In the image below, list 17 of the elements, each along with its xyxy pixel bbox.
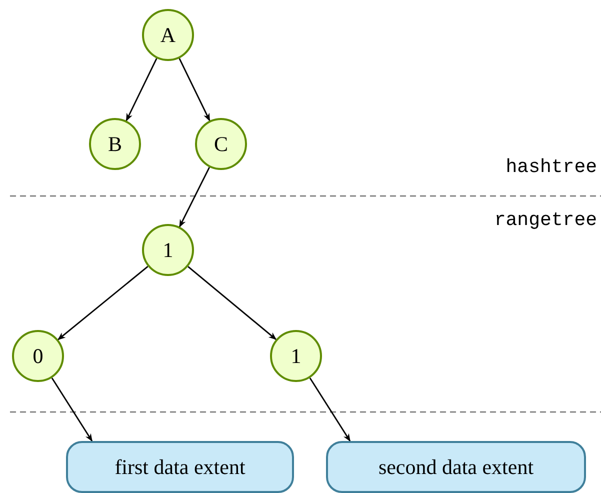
arrow — [188, 266, 277, 340]
tree-node-circle: A — [142, 9, 194, 61]
tree-node-circle: C — [195, 118, 247, 170]
arrow — [179, 166, 210, 228]
data-extent-box: first data extent — [66, 441, 294, 493]
tree-node-circle: 1 — [270, 330, 322, 382]
section-label: hashtree — [506, 156, 597, 178]
arrow — [126, 58, 158, 122]
data-extent-box: second data extent — [326, 441, 586, 493]
tree-node-circle: 0 — [12, 330, 64, 382]
tree-node-circle: B — [89, 118, 141, 170]
arrow — [51, 378, 93, 442]
arrow — [309, 378, 351, 442]
arrow — [178, 58, 210, 122]
section-label: rangetree — [494, 209, 597, 231]
tree-node-circle: 1 — [142, 224, 194, 276]
arrow — [58, 266, 148, 340]
